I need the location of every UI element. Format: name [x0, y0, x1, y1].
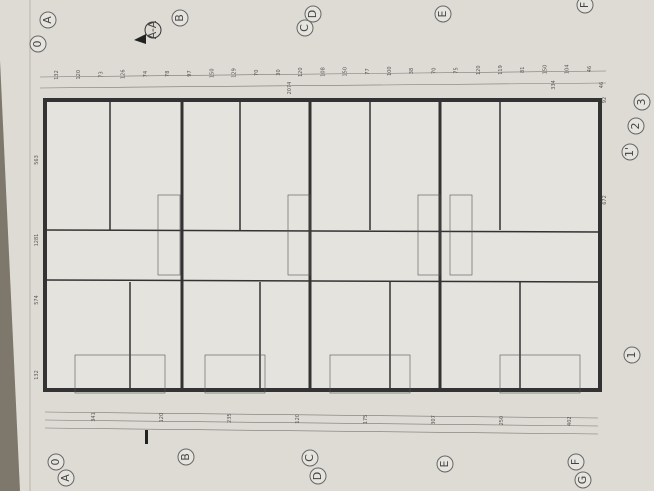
top-dimension: 120 — [76, 70, 82, 80]
top-dimension: 30 — [276, 69, 282, 75]
axis-bottom-F-bubble — [567, 453, 585, 471]
axis-top-D: D — [306, 10, 319, 18]
axis-top-C: C — [298, 24, 311, 32]
top-dimension: 120 — [476, 65, 482, 75]
top-dimension: 97 — [187, 70, 193, 76]
axis-top-F-bubble — [576, 0, 594, 14]
axis-top-D-bubble — [304, 5, 322, 23]
axis-bottom-F: F — [569, 459, 582, 465]
axis-top-0-bubble — [29, 35, 47, 53]
top-dimension: 81 — [520, 67, 526, 73]
axis-top-B-bubble — [171, 9, 189, 27]
bottom-dimension: 307 — [431, 415, 437, 425]
top-right-dimension: 334 — [551, 80, 557, 90]
axis-right-1: 2 — [629, 123, 642, 130]
axis-bottom-C-bubble — [301, 449, 319, 467]
stairs — [157, 194, 473, 276]
axis-bottom-B: B — [179, 453, 192, 461]
axis-bottom-A-bubble — [57, 469, 75, 487]
axis-bottom-C: C — [303, 454, 316, 462]
top-dimension: 126 — [121, 69, 127, 79]
top-dimension: 75 — [454, 67, 460, 73]
axis-right-0: 1' — [623, 147, 636, 157]
building-plan — [43, 98, 602, 394]
axis-right-0-bubble — [621, 143, 639, 161]
axis-top-E: E — [436, 10, 449, 17]
axis-right-1-bubble — [627, 117, 645, 135]
top-dimension-chain — [39, 70, 607, 89]
axis-bottom-0-bubble — [47, 453, 65, 471]
axis-top-0: 0 — [31, 41, 44, 48]
axis-bottom-G-bubble — [574, 471, 592, 489]
left-dimension: 563 — [34, 155, 40, 165]
left-dimension: 574 — [34, 295, 40, 305]
top-dimension: 150 — [343, 67, 349, 77]
axis-top-A-bubble — [39, 11, 57, 29]
top-dimension: 150 — [542, 65, 548, 75]
axis-top-C-bubble — [296, 19, 314, 37]
top-dimension: 108 — [320, 67, 326, 77]
axis-top-B: B — [173, 14, 186, 22]
top-dimension: 77 — [365, 68, 371, 74]
top-dimension: 78 — [165, 71, 171, 77]
top-dimension: 129 — [232, 68, 238, 78]
section-mark: A-A — [134, 20, 162, 44]
axis-bottom-E: E — [438, 460, 451, 467]
bottom-dimension: 250 — [499, 416, 505, 426]
axis-bottom-E-bubble — [436, 455, 454, 473]
top-right-dimension: 46 — [599, 82, 605, 88]
axis-bottom-D: D — [311, 472, 324, 480]
top-dimension: 120 — [298, 67, 304, 77]
axis-bottom-0: 0 — [49, 459, 62, 466]
bottom-dimension: 120 — [159, 413, 165, 423]
top-dimension: 119 — [498, 65, 504, 75]
bottom-dimension: 402 — [567, 416, 573, 426]
top-dimension: 150 — [209, 68, 215, 78]
section-cut-marker — [145, 430, 148, 444]
axis-right-2-bubble — [633, 93, 651, 111]
top-dimension: 70 — [254, 70, 260, 76]
top-dimension: 46 — [587, 66, 593, 72]
top-dimension: 104 — [565, 64, 571, 74]
axis-top-A: A — [41, 16, 54, 24]
top-dimension: 70 — [431, 68, 437, 74]
bottom-dimension-chain — [44, 411, 599, 435]
right-dimension: 672 — [602, 195, 608, 205]
bottom-dimension: 120 — [295, 414, 301, 424]
top-dimension: 38 — [409, 68, 415, 74]
axis-right-2: 3 — [635, 99, 648, 106]
axis-bottom-B-bubble — [177, 448, 195, 466]
axis-top-E-bubble — [434, 5, 452, 23]
section-arrow-icon — [134, 34, 146, 44]
axis-bottom-A: A — [59, 474, 72, 482]
axis-right-3: 1 — [625, 352, 638, 359]
top-total-dimension: 2074 — [287, 82, 293, 95]
axis-top-F: F — [578, 2, 591, 8]
balconies — [74, 354, 581, 394]
axis-right-3-bubble — [623, 346, 641, 364]
top-dimension: 100 — [387, 66, 393, 76]
right-dimension: 92 — [602, 97, 608, 103]
top-dimension: 132 — [54, 70, 60, 80]
top-dimension: 74 — [143, 71, 149, 77]
bottom-dimension: 175 — [363, 415, 369, 425]
axis-bottom-D-bubble — [309, 467, 327, 485]
section-mark-label: A-A — [146, 20, 159, 39]
bottom-dimension: 235 — [227, 413, 233, 423]
left-dimension: 132 — [34, 370, 40, 380]
left-dimension: 1281 — [34, 234, 40, 247]
bottom-dimension: 341 — [91, 412, 97, 422]
top-dimension: 73 — [98, 71, 104, 77]
axis-bottom-G: G — [576, 476, 589, 485]
